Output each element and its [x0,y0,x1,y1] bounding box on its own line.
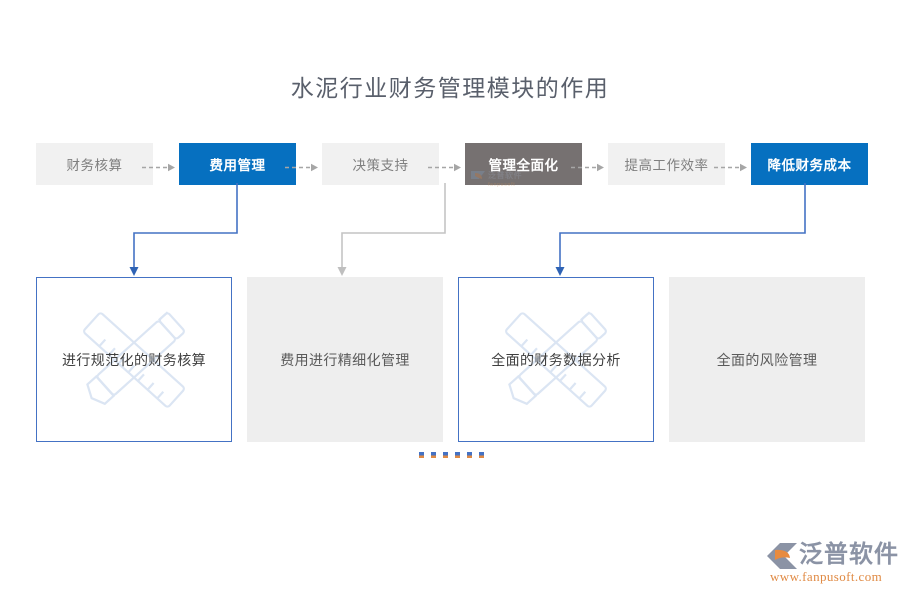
flow-step-2-label: 费用管理 [209,158,266,173]
flow-step-6[interactable]: 降低财务成本 [751,143,868,185]
flow-step-2[interactable]: 费用管理 [179,143,296,185]
card-3[interactable]: 全面的财务数据分析 [458,277,654,442]
card-4[interactable]: 全面的风险管理 [669,277,865,442]
card-3-label: 全面的财务数据分析 [491,351,621,368]
flow-step-5[interactable]: 提高工作效率 [608,143,725,185]
logo-url: www.fanpusoft.com [770,569,883,584]
connector-step4-to-card2 [337,183,446,276]
flow-step-1-label: 财务核算 [66,158,123,173]
ellipsis-dot [455,452,460,458]
ellipsis-dot [479,452,484,458]
ellipsis-dot [419,452,424,458]
card-1[interactable]: 进行规范化的财务核算 [36,277,232,442]
flow-step-4-label: 管理全面化 [488,158,559,173]
card-1-label: 进行规范化的财务核算 [62,351,206,368]
flow-step-4[interactable]: 泛普软件 fanpusoft 管理全面化 [465,143,582,188]
flow-arrow-2-3-icon [285,163,318,172]
flow-arrow-4-5-icon [571,163,604,172]
brand-logo: 泛普软件 www.fanpusoft.com [766,540,898,590]
flow-arrow-3-4-icon [428,163,461,172]
logo-name: 泛普软件 [799,541,899,568]
flow-step-3-label: 决策支持 [352,158,409,173]
ellipsis-dot [431,452,436,458]
fanpu-logo-mark-icon [767,543,797,569]
flow-step-6-label: 降低财务成本 [767,158,852,173]
card-2-label: 费用进行精细化管理 [280,351,410,368]
process-flow-row: 财务核算 费用管理 决策支持 泛普软件 fanpusoft 管理全面化 提高工作… [0,143,900,188]
connector-step2-to-card1 [129,183,238,276]
flow-step-5-label: 提高工作效率 [624,158,709,173]
connector-step6-to-card3 [555,183,806,276]
flow-arrow-5-6-icon [714,163,747,172]
card-2[interactable]: 费用进行精细化管理 [247,277,443,442]
flow-step-1[interactable]: 财务核算 [36,143,153,185]
page-title: 水泥行业财务管理模块的作用 [290,75,610,101]
ellipsis-dot [443,452,448,458]
svg-text:fanpusoft: fanpusoft [488,182,515,188]
card-4-label: 全面的风险管理 [716,351,818,368]
ellipsis-dot [467,452,472,458]
ellipsis-group-left [419,452,448,458]
flow-step-3[interactable]: 决策支持 [322,143,439,185]
flow-arrow-1-2-icon [142,163,175,172]
ellipsis-group-right [455,452,484,458]
